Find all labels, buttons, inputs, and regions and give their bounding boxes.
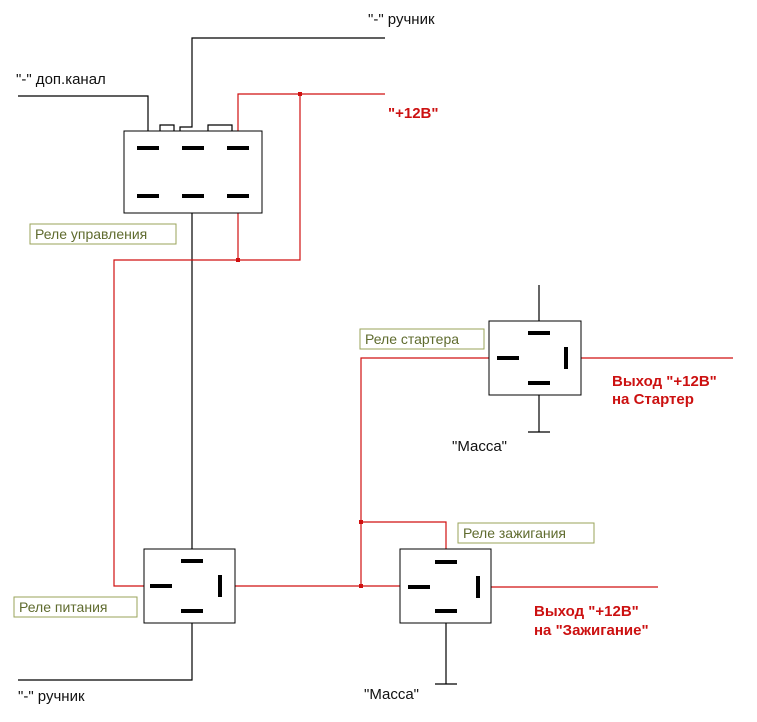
label-out-ignition-2: на "Зажигание" (534, 622, 649, 639)
tag-relay-power-text: Реле питания (19, 599, 107, 615)
tag-relay-control-box (29, 223, 177, 245)
wire-bus-starter (360, 357, 500, 586)
label-massa-starter: "Масса" (452, 438, 507, 455)
relay-control-notches (159, 124, 175, 131)
wire-dop-kanal (18, 95, 149, 132)
label-ruchnik-bottom: "-" ручник (18, 688, 85, 705)
tag-relay-starter-box (359, 328, 485, 350)
label-out-starter-1: Выход "+12В" (612, 373, 717, 390)
tag-relay-ignition-text: Реле зажигания (463, 525, 566, 541)
red-wires (113, 93, 733, 588)
wire-ruchnik-bottom (18, 612, 193, 681)
tag-relay-ignition-box (457, 522, 595, 544)
wire-plus12-to-control (237, 93, 385, 140)
tag-relay-control: Реле управления (29, 223, 177, 245)
wire-plus12-branch (113, 94, 301, 587)
tag-relay-power-box (13, 596, 138, 618)
label-ruchnik-top: "-" ручник (368, 11, 435, 28)
label-dop-kanal: "-" доп.канал (16, 71, 106, 88)
relay-starter (488, 320, 582, 396)
junctions (236, 92, 363, 588)
junction-plus12 (298, 92, 302, 96)
junction-bus-top (359, 520, 363, 524)
junction-bus-bottom (359, 584, 363, 588)
junction-control (236, 258, 240, 262)
label-massa-ignition: "Масса" (364, 686, 419, 703)
tag-relay-power: Реле питания (13, 596, 138, 618)
tag-relay-control-text: Реле управления (35, 226, 147, 242)
relay-control-notch-2 (207, 124, 233, 131)
relay-ignition (399, 548, 492, 624)
tag-relay-starter-text: Реле стартера (365, 331, 459, 347)
tag-relay-ignition: Реле зажигания (457, 522, 595, 544)
wire-ruchnik-top (179, 37, 385, 132)
label-out-starter-2: на Стартер (612, 391, 694, 408)
relay-power (143, 548, 236, 624)
relay-control-box (123, 130, 263, 214)
tag-relay-starter: Реле стартера (359, 328, 485, 350)
relay-control (123, 130, 263, 214)
label-out-ignition-1: Выход "+12В" (534, 603, 639, 620)
label-plus12-top: "+12В" (388, 105, 439, 122)
